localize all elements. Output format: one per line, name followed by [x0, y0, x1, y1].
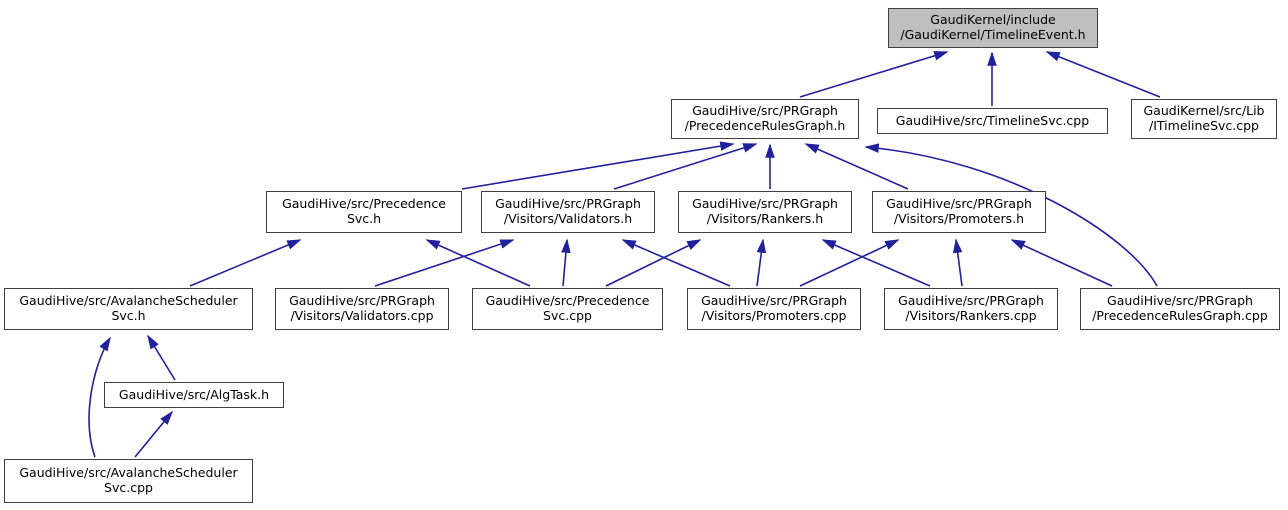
- edge-precedencesvc-cpp-to-validators-h: [561, 238, 571, 287]
- edge-validators-cpp-to-validators-h: [374, 239, 515, 287]
- edge-precedencerulesgraph-h-to-timelineevent-h: [799, 51, 949, 98]
- graph-node-label: GaudiHive/src/AlgTask.h: [118, 386, 270, 402]
- graph-node-precedence-svc-h[interactable]: GaudiHive/src/Precedence Svc.h: [266, 191, 462, 233]
- graph-node-rankers-h[interactable]: GaudiHive/src/PRGraph /Visitors/Rankers.…: [678, 191, 852, 233]
- edge-precedencerulesgraph-cpp-to-precedencerulesgraph-h: [864, 143, 1158, 287]
- edge-precedencesvc-h-to-precedencerulesgraph-h: [461, 141, 735, 190]
- graph-node-timeline-svc-cpp[interactable]: GaudiHive/src/TimelineSvc.cpp: [877, 108, 1108, 134]
- graph-node-label: GaudiKernel/src/Lib /ITimelineSvc.cpp: [1143, 103, 1265, 133]
- graph-node-label: GaudiHive/src/PRGraph /Visitors/Promoter…: [886, 196, 1032, 226]
- edge-promoters-cpp-to-rankers-h: [756, 238, 767, 287]
- graph-node-precedence-svc-cpp[interactable]: GaudiHive/src/Precedence Svc.cpp: [472, 288, 663, 330]
- edge-precedencesvc-cpp-to-precedencesvc-h: [425, 239, 531, 287]
- graph-node-label: GaudiHive/src/TimelineSvc.cpp: [895, 112, 1090, 128]
- edge-promoters-cpp-to-validators-h: [621, 239, 731, 287]
- graph-node-avalanche-scheduler-svc-cpp[interactable]: GaudiHive/src/AvalancheScheduler Svc.cpp: [4, 459, 253, 503]
- graph-node-label: GaudiHive/src/PRGraph /Visitors/Promoter…: [701, 293, 847, 323]
- graph-node-label: GaudiHive/src/PRGraph /Visitors/Validato…: [495, 196, 641, 226]
- graph-node-timeline-event-h[interactable]: GaudiKernel/include /GaudiKernel/Timelin…: [888, 8, 1098, 48]
- graph-node-promoters-h[interactable]: GaudiHive/src/PRGraph /Visitors/Promoter…: [872, 191, 1046, 233]
- edge-promoters-cpp-to-promoters-h: [799, 239, 900, 287]
- graph-node-avalanche-scheduler-svc-h[interactable]: GaudiHive/src/AvalancheScheduler Svc.h: [4, 288, 253, 330]
- edge-avalancheschedulersvc-cpp-to-algtask-h: [134, 410, 174, 458]
- edge-avalancheschedulersvc-cpp-to-avalancheschedulersvc-h: [88, 336, 111, 458]
- graph-node-label: GaudiKernel/include /GaudiKernel/Timelin…: [900, 12, 1086, 42]
- graph-node-label: GaudiHive/src/PRGraph /Visitors/Validato…: [289, 293, 435, 323]
- edge-precedencesvc-cpp-to-rankers-h: [605, 239, 702, 287]
- graph-node-precedence-rules-graph-h[interactable]: GaudiHive/src/PRGraph /PrecedenceRulesGr…: [671, 99, 859, 139]
- edge-itimelinesvc-cpp-to-timelineevent-h: [1045, 51, 1161, 98]
- edge-promoters-h-to-precedencerulesgraph-h: [804, 143, 909, 190]
- graph-node-alg-task-h[interactable]: GaudiHive/src/AlgTask.h: [104, 382, 284, 408]
- edge-rankers-cpp-to-rankers-h: [821, 239, 931, 287]
- edge-avalancheschedulersvc-h-to-precedencesvc-h: [189, 239, 302, 287]
- edge-validators-h-to-precedencerulesgraph-h: [613, 143, 758, 190]
- graph-node-itimeline-svc-cpp[interactable]: GaudiKernel/src/Lib /ITimelineSvc.cpp: [1131, 99, 1277, 139]
- edge-algtask-h-to-avalancheschedulersvc-h: [147, 334, 176, 381]
- edge-precedencerulesgraph-cpp-to-promoters-h: [1010, 239, 1113, 287]
- graph-node-label: GaudiHive/src/AvalancheScheduler Svc.cpp: [19, 465, 238, 495]
- graph-node-label: GaudiHive/src/PRGraph /Visitors/Rankers.…: [898, 293, 1044, 323]
- graph-node-promoters-cpp[interactable]: GaudiHive/src/PRGraph /Visitors/Promoter…: [687, 288, 861, 330]
- graph-node-rankers-cpp[interactable]: GaudiHive/src/PRGraph /Visitors/Rankers.…: [884, 288, 1058, 330]
- graph-node-label: GaudiHive/src/Precedence Svc.cpp: [485, 293, 650, 323]
- graph-node-validators-cpp[interactable]: GaudiHive/src/PRGraph /Visitors/Validato…: [275, 288, 449, 330]
- graph-node-label: GaudiHive/src/PRGraph /PrecedenceRulesGr…: [1092, 293, 1268, 323]
- graph-node-label: GaudiHive/src/PRGraph /PrecedenceRulesGr…: [684, 103, 846, 133]
- graph-node-label: GaudiHive/src/AvalancheScheduler Svc.h: [19, 293, 238, 323]
- graph-node-label: GaudiHive/src/PRGraph /Visitors/Rankers.…: [692, 196, 838, 226]
- graph-node-validators-h[interactable]: GaudiHive/src/PRGraph /Visitors/Validato…: [481, 191, 655, 233]
- graph-node-precedence-rules-graph-cpp[interactable]: GaudiHive/src/PRGraph /PrecedenceRulesGr…: [1080, 288, 1280, 330]
- edge-rankers-cpp-to-promoters-h: [952, 238, 963, 287]
- graph-node-label: GaudiHive/src/Precedence Svc.h: [282, 196, 446, 226]
